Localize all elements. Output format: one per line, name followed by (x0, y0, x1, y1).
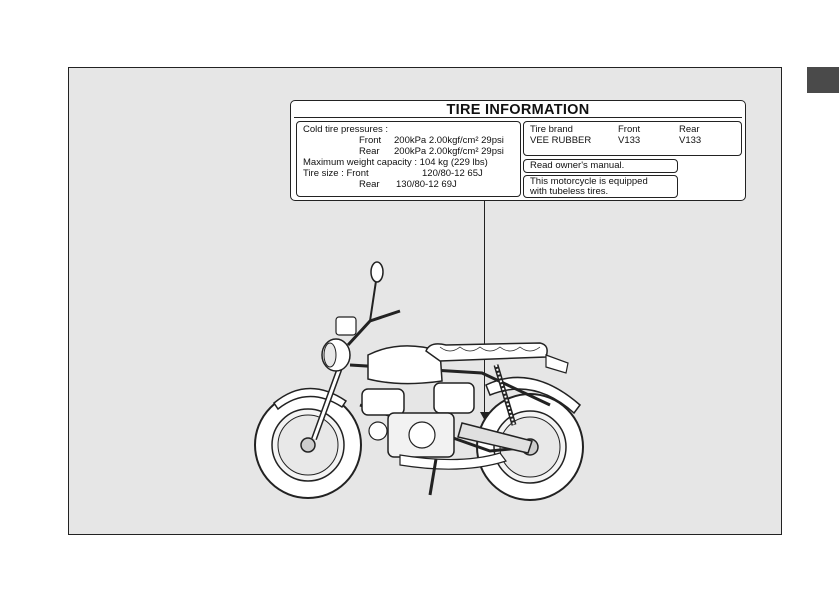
rear-size-label: Rear (359, 179, 380, 190)
front-tire-size: 120/80-12 65J (422, 168, 483, 179)
manual-note-box: Read owner's manual. (523, 159, 678, 173)
cold-pressures-heading: Cold tire pressures : (303, 124, 389, 135)
motorcycle-illustration (254, 261, 584, 501)
tire-brand-box: Tire brand Front Rear VEE RUBBER V133 V1… (523, 121, 742, 156)
brand-rear-model: V133 (679, 135, 702, 146)
rear-pressure-label: Rear (359, 146, 380, 157)
rear-pressure-value: 200kPa 2.00kgf/cm² 29psi (394, 146, 504, 157)
tubeless-note-line1: This motorcycle is equipped (530, 176, 648, 187)
tubeless-note-line2: with tubeless tires. (530, 186, 609, 197)
brand-front-model: V133 (618, 135, 641, 146)
tire-information-label: TIRE INFORMATION Cold tire pressures : F… (290, 100, 746, 201)
tubeless-note-box: This motorcycle is equipped with tubeles… (523, 175, 678, 198)
title-divider (294, 117, 742, 118)
label-leader-line (484, 200, 486, 418)
tire-size-heading: Tire size : Front (303, 168, 369, 179)
label-title: TIRE INFORMATION (446, 102, 590, 118)
rear-tire-size: 130/80-12 69J (396, 179, 457, 190)
brand-front-heading: Front (618, 124, 641, 135)
max-weight-capacity: Maximum weight capacity : 104 kg (229 lb… (303, 157, 488, 168)
front-pressure-label: Front (359, 135, 382, 146)
section-tab-marker (807, 67, 839, 93)
front-wheel (254, 391, 362, 499)
pressure-size-box: Cold tire pressures : Front 200kPa 2.00k… (296, 121, 521, 197)
front-pressure-value: 200kPa 2.00kgf/cm² 29psi (394, 135, 504, 146)
brand-rear-heading: Rear (679, 124, 700, 135)
tire-brand-heading: Tire brand (530, 124, 573, 135)
manual-note: Read owner's manual. (530, 160, 625, 171)
brand-name: VEE RUBBER (530, 135, 592, 146)
label-location-arrow (480, 412, 490, 421)
